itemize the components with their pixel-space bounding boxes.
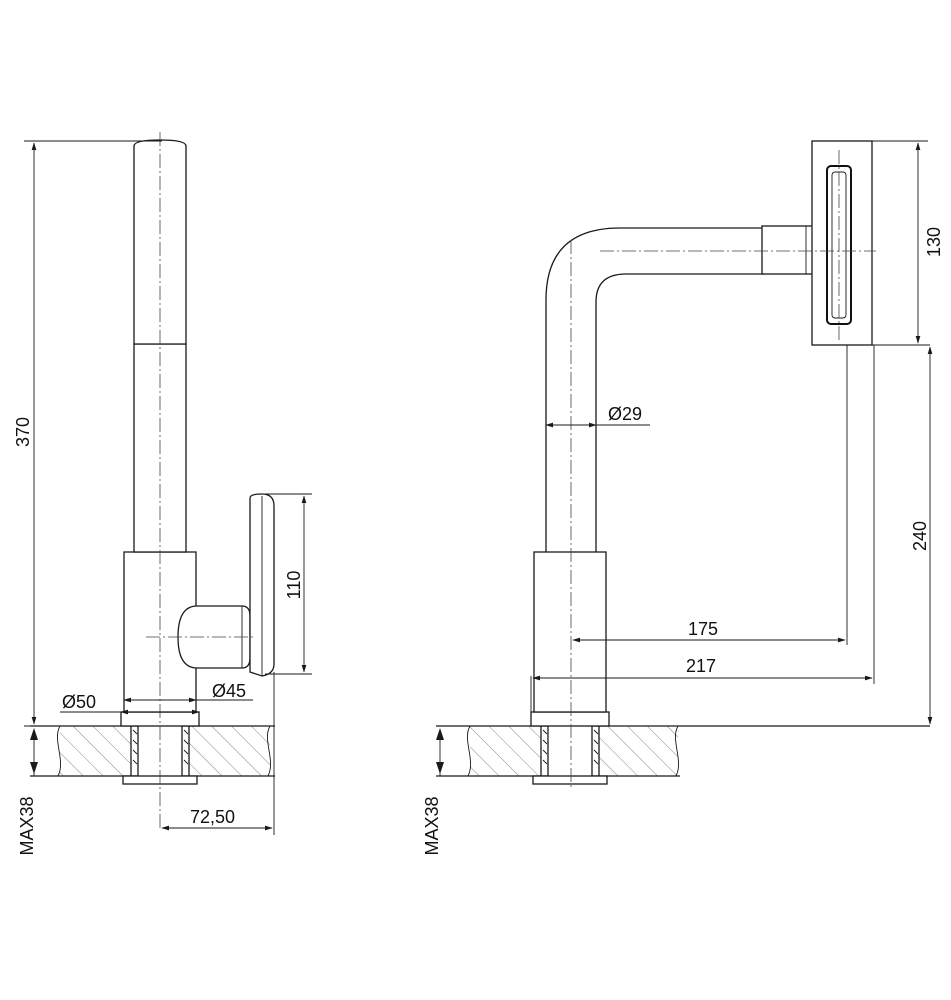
label-body-diameter: Ø45 <box>212 681 246 701</box>
countertop-front <box>30 725 275 785</box>
dimension-max-thickness-front: MAX38 <box>17 728 38 856</box>
faucet-body-side <box>530 140 876 790</box>
label-reach-outer: 217 <box>686 656 716 676</box>
label-reach-inner: 175 <box>688 619 718 639</box>
label-height-total: 370 <box>13 417 33 447</box>
label-hole-offset: 72,50 <box>190 807 235 827</box>
side-view: 130 Ø29 240 175 217 <box>422 140 944 856</box>
faucet-body-front <box>120 132 275 830</box>
front-view: 370 110 Ø50 Ø45 72,50 <box>13 132 312 856</box>
label-max-thickness-front: MAX38 <box>17 796 37 855</box>
dimension-reach-inner: 175 <box>572 345 848 645</box>
dimension-hole-offset: 72,50 <box>161 672 275 835</box>
dimension-max-thickness-side: MAX38 <box>422 728 444 856</box>
dimension-spout-height: 240 <box>872 344 933 725</box>
dimension-reach-outer: 217 <box>530 345 875 716</box>
label-head-height: 130 <box>924 227 944 257</box>
dimension-diameters-front: Ø50 Ø45 <box>60 681 253 715</box>
label-base-diameter: Ø50 <box>62 692 96 712</box>
label-tube-diameter: Ø29 <box>608 404 642 424</box>
countertop-side <box>436 725 930 785</box>
dimension-lever-height: 110 <box>265 493 312 675</box>
dimension-height-total: 370 <box>13 140 162 727</box>
dimension-tube-diameter: Ø29 <box>545 404 650 428</box>
label-max-thickness-side: MAX38 <box>422 796 442 855</box>
label-spout-height: 240 <box>910 521 930 551</box>
label-lever-height: 110 <box>284 571 304 600</box>
